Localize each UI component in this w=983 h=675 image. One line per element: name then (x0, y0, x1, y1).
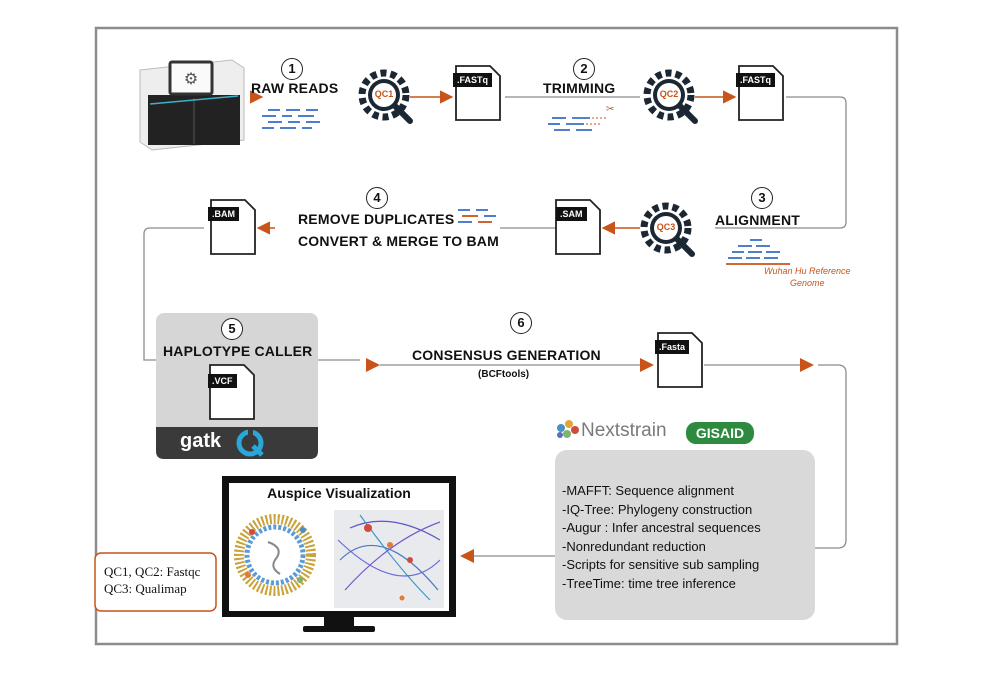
step-2-label: TRIMMING (543, 80, 616, 96)
step-4-label-line1: REMOVE DUPLICATES (298, 211, 455, 227)
outer-frame (94, 26, 899, 646)
gisaid-logo (686, 422, 754, 444)
sam-file-label: .SAM (556, 207, 587, 221)
trimming-graphic: ✂ (548, 104, 614, 131)
fastq-1-file-label: .FASTq (453, 73, 492, 87)
dedup-graphic (458, 209, 496, 223)
qc3-magnifier-icon (640, 202, 695, 257)
bam-file-label: .BAM (208, 207, 239, 221)
raw-reads-graphic (262, 109, 320, 129)
gatk-logo-text: gatk (180, 430, 222, 452)
step-1-label: RAW READS (251, 80, 339, 96)
reference-genome-label-line2: Genome (790, 278, 825, 288)
step-4-label-line2: CONVERT & MERGE TO BAM (298, 233, 499, 249)
step-2-number: 2 (573, 58, 595, 80)
reference-genome-label-line1: Wuhan Hu Reference (764, 266, 851, 276)
bcftools-label: BCFtools (481, 369, 526, 380)
qc-legend-box (94, 552, 217, 612)
qc-legend-line1: QC1, QC2: Fastqc (104, 564, 201, 579)
qc3-label: QC3 (656, 222, 676, 232)
svg-text:✂: ✂ (606, 104, 614, 115)
qc1-magnifier-icon (358, 69, 413, 124)
connector-lines (143, 96, 847, 557)
step-6-label: CONSENSUS GENERATION (412, 347, 601, 363)
transmission-map-plot (334, 510, 444, 608)
step-6-tool: (BCFtools) (478, 369, 530, 380)
tools-box (555, 450, 815, 620)
svg-text:⚙: ⚙ (184, 69, 198, 88)
qc2-magnifier-icon (643, 69, 698, 124)
step-6-number: 6 (510, 312, 532, 334)
nextstrain-logo-icon (557, 420, 579, 438)
tool-item-scripts: -Scripts for sensitive sub sampling (562, 557, 760, 572)
tool-item-treetime: -TreeTime: time tree inference (562, 575, 736, 591)
tool-item-iqtree: -IQ-Tree: Phylogeny construction (562, 501, 753, 517)
step-5-number: 5 (221, 318, 243, 340)
phylogeny-radial-plot (234, 514, 316, 596)
step-1-number: 1 (281, 58, 303, 80)
qc-legend: QC1, QC2: Fastqc QC3: Qualimap (104, 563, 200, 597)
gisaid-logo-text: GISAID (695, 425, 745, 441)
fasta-file-label: .Fasta (655, 340, 690, 354)
flow-arrows (249, 90, 814, 563)
qc-legend-line2: QC3: Qualimap (104, 581, 187, 596)
step-3-label: ALIGNMENT (715, 212, 801, 228)
step-4-number: 4 (366, 187, 388, 209)
alignment-graphic (726, 239, 790, 265)
tools-list: -MAFFT: Sequence alignment -IQ-Tree: Phy… (562, 482, 761, 593)
step-5-label: HAPLOTYPE CALLER (163, 343, 313, 359)
sequencer-icon: ⚙ (139, 59, 245, 151)
gatk-wrench-icon (236, 429, 264, 457)
step-3-number: 3 (751, 187, 773, 209)
tool-item-nonredundant: -Nonredundant reduction (562, 538, 706, 554)
tool-item-augur: -Augur : Infer ancestral sequences (562, 520, 761, 535)
qc1-label: QC1 (374, 89, 394, 99)
vcf-file-label: .VCF (208, 374, 237, 388)
fastq-2-file-label: .FASTq (736, 73, 775, 87)
auspice-title: Auspice Visualization (267, 485, 411, 501)
nextstrain-logo-text: Nextstrain (581, 420, 667, 441)
tool-item-mafft: -MAFFT: Sequence alignment (562, 483, 734, 498)
qc2-label: QC2 (659, 89, 679, 99)
